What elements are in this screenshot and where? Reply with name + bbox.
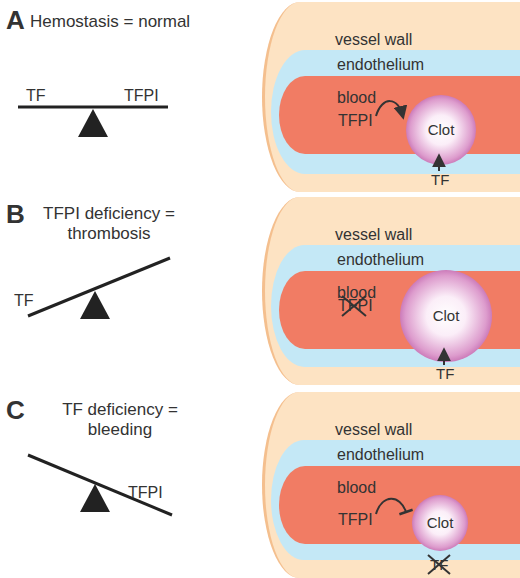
blood-band: bloodClot [279,466,520,544]
molecule-label: TFPI [338,112,373,130]
band-label: blood [337,479,376,497]
molecule-label: TFPI [124,87,159,105]
panel-title: TF deficiency = bleeding [50,400,190,439]
clot-label: Clot [427,514,454,532]
band-label: vessel wall [335,421,412,439]
blood-band: bloodClot [279,271,520,349]
seesaw-beam [18,106,168,109]
seesaw-fulcrum [80,484,110,512]
panel-letter: C [6,396,25,426]
molecule-label: TF [431,171,449,188]
molecule-label: Hemostasis = normal [30,12,190,32]
clot-circle: Clot [412,495,468,551]
band-label: endothelium [337,56,424,74]
molecule-label: TF [26,87,46,105]
band-label: blood [337,89,376,107]
clot-circle: Clot [406,95,476,165]
panel-letter: B [6,200,25,230]
inhibition-arc [376,499,406,514]
seesaw-beam [28,455,172,515]
molecule-label: TFPI [338,297,373,315]
molecule-label: TF [430,556,448,573]
endothelium-band: endothelium bloodClot [271,50,520,174]
seesaw-fulcrum [78,109,108,137]
molecule-label: TF [436,365,454,382]
vessel-wall-band: vessel wall endothelium bloodClot [262,197,520,385]
band-label: endothelium [337,446,424,464]
endothelium-band: endothelium bloodClot [271,245,520,367]
endothelium-band: endothelium bloodClot [271,440,520,560]
clot-label: Clot [428,121,455,139]
molecule-label: TFPI [128,484,163,502]
molecule-label: TFPI [338,511,373,529]
band-label: vessel wall [335,31,412,49]
inhibition-bar [399,510,412,514]
vessel-wall-band: vessel wall endothelium bloodClot [262,392,520,578]
activation-arrow [443,350,445,365]
blood-band: bloodClot [279,76,520,154]
panel-title: TFPI deficiency = thrombosis [34,204,184,243]
inhibition-arrow [376,101,403,117]
band-label: vessel wall [335,226,412,244]
cross-mark [428,555,450,574]
band-label: endothelium [337,251,424,269]
vessel-wall-band: vessel wall endothelium bloodClot [262,2,520,192]
seesaw-beam [28,258,170,316]
seesaw-fulcrum [80,291,110,319]
activation-arrow [438,156,440,171]
molecule-label: TF [14,292,34,310]
cross-mark [428,555,450,574]
panel-letter: A [6,6,25,36]
clot-label: Clot [433,307,460,325]
clot-circle: Clot [400,270,492,362]
